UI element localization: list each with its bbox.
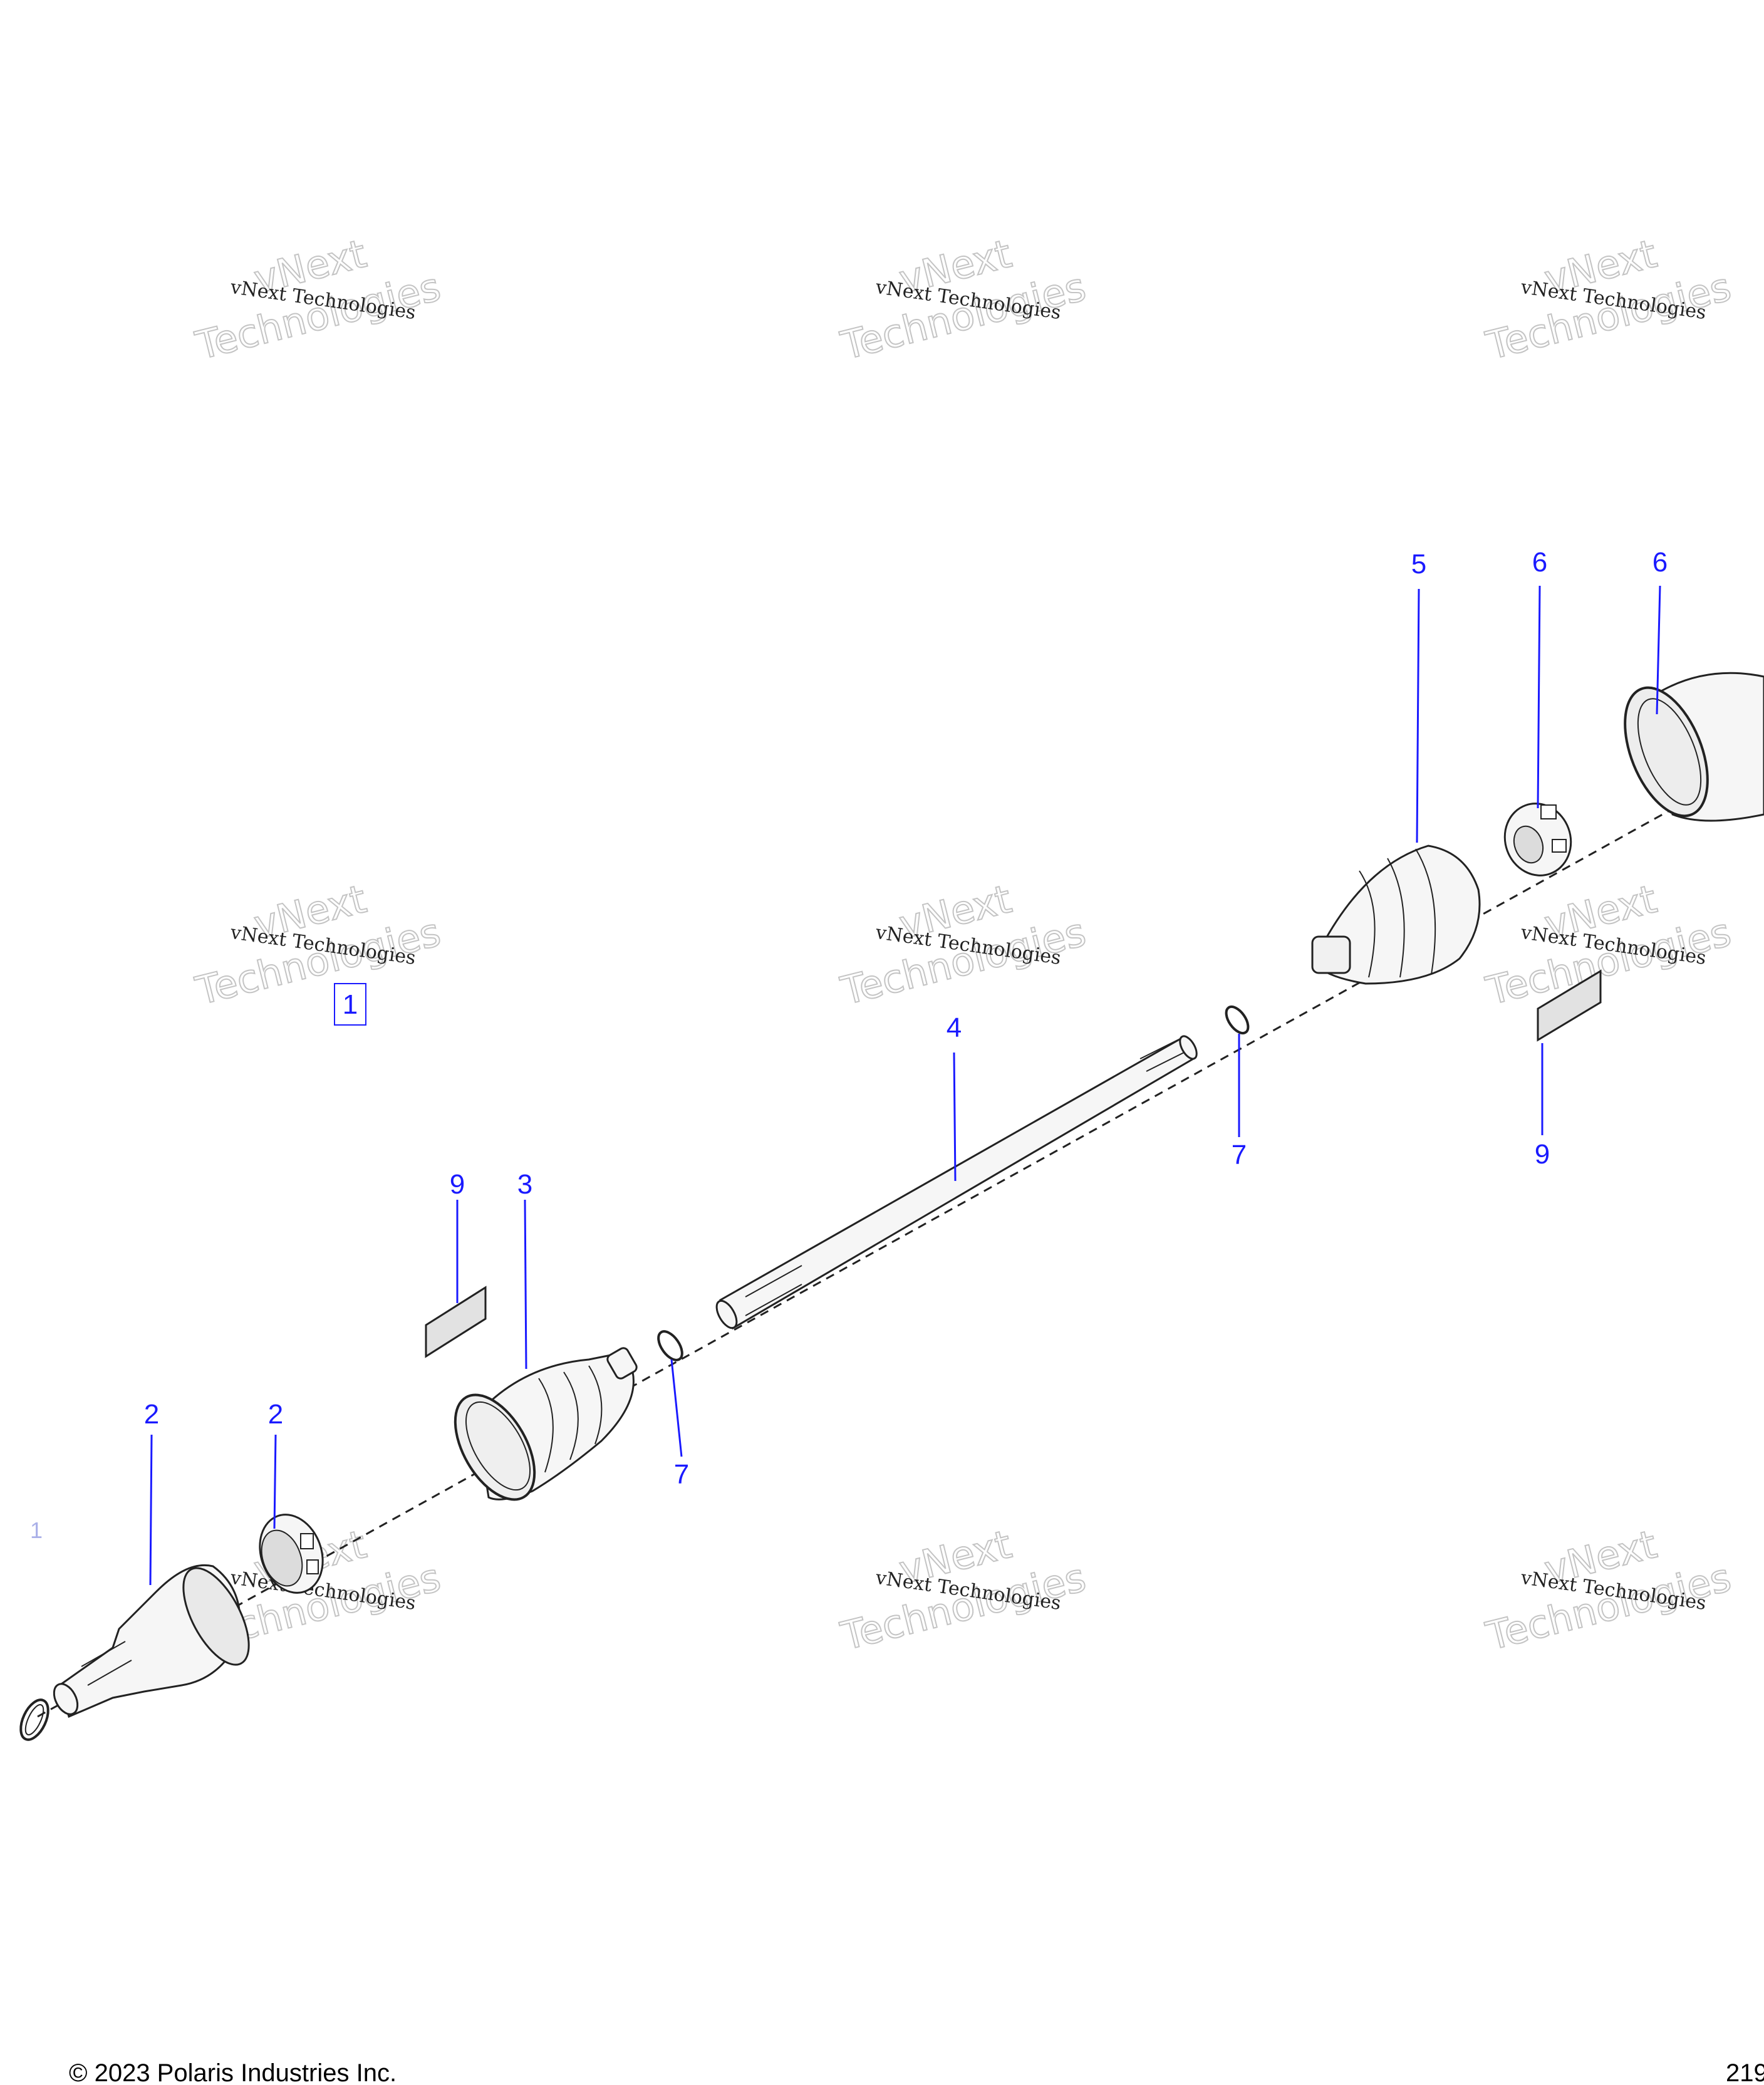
watermark-6: vNext Technologies vNext Technologies — [1481, 875, 1736, 1014]
bearing-cage-part — [259, 1514, 324, 1594]
outer-cv-housing-part — [53, 1564, 250, 1718]
right-boot-part — [1311, 845, 1481, 985]
callout-2-housing: 2 — [144, 1399, 159, 1430]
footer-page-number: 219 — [1726, 2059, 1764, 2085]
callout-7-left: 7 — [674, 1459, 689, 1490]
axle-shaft-part — [715, 1035, 1198, 1330]
housing-cup-part — [1624, 672, 1764, 822]
watermark-4: vNext Technologies vNext Technologies — [190, 875, 445, 1014]
watermark-2: vNext Technologies vNext Technologies — [836, 230, 1091, 369]
leader-lines — [149, 585, 1661, 1586]
callout-9-right: 9 — [1535, 1139, 1550, 1170]
watermark-5: vNext Technologies vNext Technologies — [836, 875, 1091, 1014]
watermark-3: vNext Technologies vNext Technologies — [1481, 230, 1736, 369]
tripod-spider-part — [1503, 803, 1572, 876]
watermark-9: vNext Technologies vNext Technologies — [1481, 1521, 1736, 1660]
grease-packet-left-part — [425, 1286, 487, 1358]
callout-7-right: 7 — [1232, 1140, 1247, 1170]
faint-margin-label: 1 — [30, 1517, 43, 1543]
watermark-8: vNext Technologies vNext Technologies — [836, 1521, 1091, 1660]
watermark-1: vNext Technologies vNext Technologies — [190, 230, 445, 369]
callout-6-spider: 6 — [1532, 547, 1547, 578]
left-circlip-part — [657, 1330, 683, 1361]
callout-3: 3 — [517, 1169, 532, 1200]
callout-4: 4 — [947, 1012, 962, 1043]
svg-text:1: 1 — [343, 989, 358, 1020]
callout-6-housing: 6 — [1652, 547, 1668, 578]
footer-copyright: © 2023 Polaris Industries Inc. — [69, 2059, 397, 2085]
assembly-callout-box: 1 — [334, 983, 366, 1026]
left-boot-part — [454, 1347, 638, 1501]
right-circlip-part — [1225, 1005, 1250, 1035]
callout-2-cage: 2 — [268, 1399, 283, 1430]
snap-ring-part — [19, 1698, 49, 1741]
grease-packet-right-part — [1537, 969, 1602, 1042]
callout-9-left: 9 — [450, 1169, 465, 1200]
callout-5: 5 — [1411, 549, 1426, 580]
